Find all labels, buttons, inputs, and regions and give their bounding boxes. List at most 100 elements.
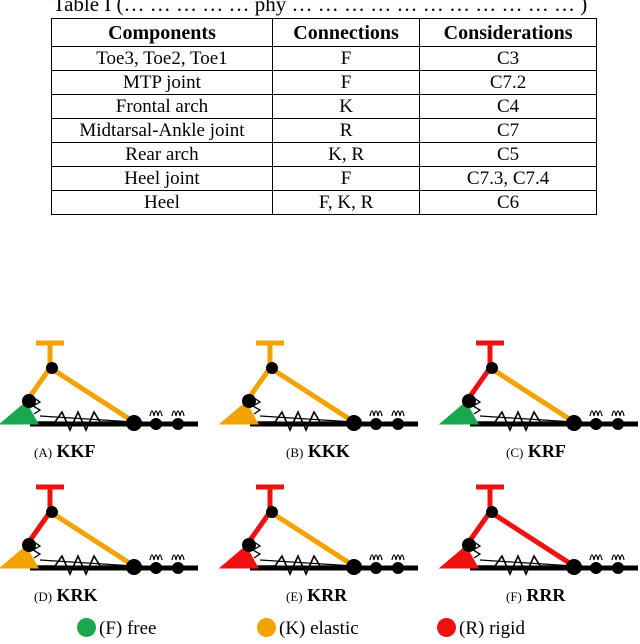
free-dot-icon [77,618,96,637]
toe-joint-1 [590,562,602,574]
heel-joint [242,394,256,408]
legend-item-free: (F) free [77,618,157,640]
panel-name: KRK [52,585,98,605]
toe-spring-1 [589,554,603,561]
foot-diagram [438,340,638,432]
elastic-dot-icon [257,618,276,637]
foot-panel-kkk: (B) KKK [218,338,420,478]
panel-letter: (F) [506,589,522,604]
panel-name: KKK [303,441,350,461]
panel-caption: (C) KRF [506,441,640,462]
toe-spring-2 [171,554,185,561]
front-arch [270,510,356,569]
panel-name: KKF [52,441,96,461]
foot-panel-krk: (D) KRK [0,482,200,622]
panel-letter: (B) [286,445,304,460]
header-components: Components [51,18,273,47]
components-table: Components Connections Considerations To… [51,18,597,215]
front-arch [490,510,576,569]
toe-joint-2 [392,562,404,574]
foot-panel-kkf: (A) KKF [0,338,200,478]
panel-letter: (D) [34,589,53,604]
table-cell-connection: K, R [271,142,421,167]
panel-caption: (F) RRR [506,585,640,606]
front-arch [270,366,356,425]
panel-caption: (B) KKK [286,441,486,462]
toe-spring-1 [369,410,383,417]
table-cell-component: Midtarsal-Ankle joint [51,118,273,143]
toe-spring-2 [391,554,405,561]
table-row: Frontal arch K C4 [51,94,597,119]
foot-diagram [438,484,638,576]
cropped-caption-line: Table I (… … … … … phy … … … … … … … … …… [52,0,588,16]
ankle-joint [266,506,278,518]
ankle-joint [486,362,498,374]
table-cell-connection: R [271,118,421,143]
ankle-joint [46,506,58,518]
panel-letter: (E) [286,589,303,604]
legend-label: (R) rigid [459,618,525,639]
toe-spring-2 [611,410,625,417]
front-arch [490,366,576,425]
table-cell-component: Toe3, Toe2, Toe1 [51,46,273,71]
foot-panel-rrr: (F) RRR [438,482,640,622]
legend-label: (F) free [99,618,157,639]
mtp-joint [126,559,142,575]
table-cell-connection: F [271,46,421,71]
plantar-spring [478,410,576,432]
panel-name: KRF [523,441,566,461]
mtp-joint [566,559,582,575]
plantar-fascia-line [39,415,135,423]
mtp-joint [126,415,142,431]
table-cell-component: Rear arch [51,142,273,167]
table-cell-consideration: C7.3, C7.4 [419,166,597,191]
panel-caption: (A) KKF [34,441,234,462]
plantar-fascia-line [259,559,355,567]
legend-label: (K) elastic [279,618,359,639]
plantar-spring [38,410,136,432]
table-cell-component: Heel [51,190,273,215]
toe-joint-2 [612,562,624,574]
toe-spring-1 [149,410,163,417]
toe-joint-1 [150,418,162,430]
table-row: Toe3, Toe2, Toe1 F C3 [51,46,597,71]
header-considerations: Considerations [419,18,597,47]
foot-panel-krr: (E) KRR [218,482,420,622]
toe-spring-1 [589,410,603,417]
toe-spring-1 [149,554,163,561]
table-cell-consideration: C7 [419,118,597,143]
ankle-joint [46,362,58,374]
plantar-spring [258,410,356,432]
table-cell-consideration: C7.2 [419,70,597,95]
table-cell-component: Heel joint [51,166,273,191]
plantar-spring [258,554,356,576]
panel-name: RRR [521,585,566,605]
front-arch [50,366,136,425]
table-cell-consideration: C5 [419,142,597,167]
toe-spring-2 [611,554,625,561]
plantar-fascia-line [39,559,135,567]
header-connections: Connections [271,18,421,47]
toe-joint-2 [392,418,404,430]
heel-joint [462,538,476,552]
foot-diagram [0,340,198,432]
panel-caption: (E) KRR [286,585,486,606]
toe-joint-2 [172,562,184,574]
panel-name: KRR [302,585,348,605]
rigid-dot-icon [437,618,456,637]
heel-joint [22,394,36,408]
table-row: Rear arch K, R C5 [51,142,597,167]
foot-diagram [218,484,418,576]
table-cell-consideration: C4 [419,94,597,119]
toe-spring-1 [369,554,383,561]
plantar-spring [478,554,576,576]
toe-spring-2 [391,410,405,417]
table-cell-connection: F [271,70,421,95]
table-cell-connection: K [271,94,421,119]
front-arch [50,510,136,569]
table-row: Midtarsal-Ankle joint R C7 [51,118,597,143]
table-row: Heel joint F C7.3, C7.4 [51,166,597,191]
toe-joint-1 [370,418,382,430]
ankle-joint [266,362,278,374]
table-row: MTP joint F C7.2 [51,70,597,95]
